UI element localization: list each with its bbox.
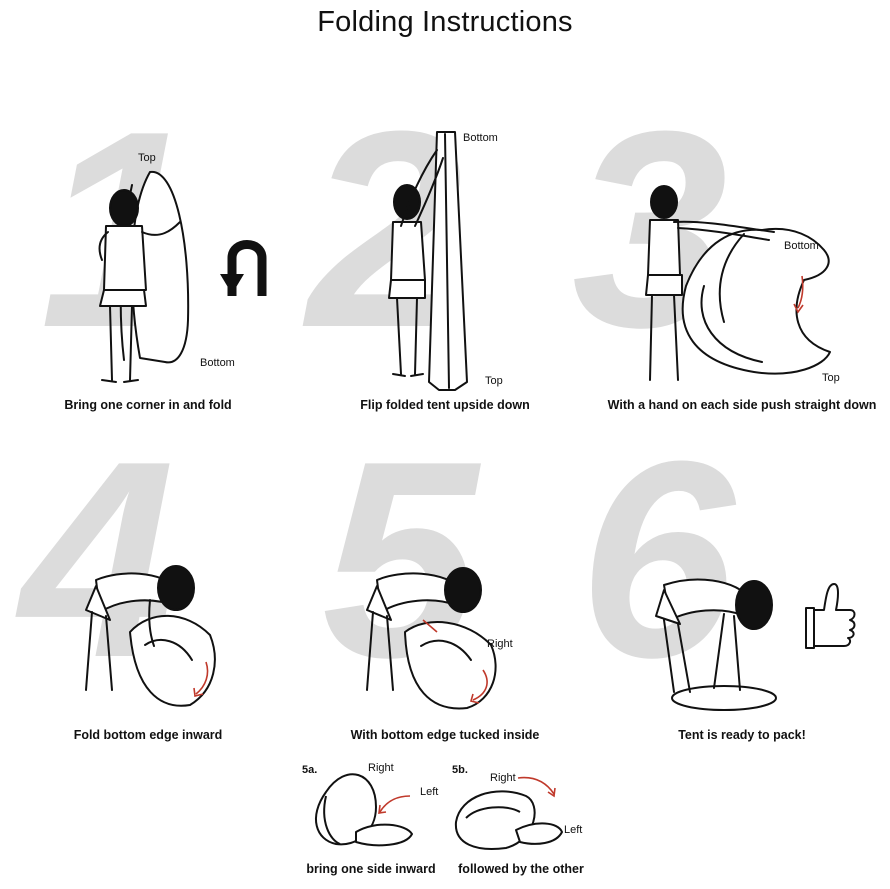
step-caption: With a hand on each side push straight d… xyxy=(607,398,877,412)
step-caption: Flip folded tent upside down xyxy=(360,398,530,412)
substep-id: 5b. xyxy=(452,764,468,776)
page-title: Folding Instructions xyxy=(317,6,573,38)
label-left: Left xyxy=(420,786,439,798)
substep-caption: bring one side inward xyxy=(306,862,436,876)
thumbs-up-icon xyxy=(805,583,856,649)
substep-5a-illustration xyxy=(315,773,413,847)
label-top: Top xyxy=(138,152,156,164)
label-right: Right xyxy=(368,762,394,774)
substep-5a: 5a. Right Left bring one side inward xyxy=(296,752,446,882)
substep-id: 5a. xyxy=(302,764,318,776)
step-4-illustration xyxy=(85,565,216,707)
label-bottom: Bottom xyxy=(200,357,235,369)
step-number: 6 xyxy=(579,404,735,716)
step-2: 2 Bottom Top Flip folded tent upside dow… xyxy=(297,90,593,412)
label-top: Top xyxy=(485,375,503,387)
u-turn-arrow-icon xyxy=(220,240,267,296)
step-3-illustration xyxy=(645,185,831,381)
step-4: 4 Fold bottom edge inward xyxy=(0,420,296,742)
step-caption: With bottom edge tucked inside xyxy=(350,728,540,742)
substep-5b-illustration xyxy=(454,776,563,850)
label-top: Top xyxy=(822,372,840,384)
step-2-illustration xyxy=(388,131,468,391)
step-6-illustration xyxy=(655,578,856,711)
substep-caption: followed by the other xyxy=(458,862,584,876)
step-3: 3 Bottom Top With a hand on each side pu… xyxy=(572,90,890,412)
label-right: Right xyxy=(487,638,513,650)
step-caption: Fold bottom edge inward xyxy=(73,728,223,742)
step-5-illustration xyxy=(366,567,497,710)
label-bottom: Bottom xyxy=(463,132,498,144)
substep-5b: 5b. Right Left followed by the other xyxy=(446,752,596,882)
step-5: 5 Right With bottom edge tucked inside xyxy=(297,420,593,742)
step-caption: Bring one corner in and fold xyxy=(64,398,232,412)
label-right: Right xyxy=(490,772,516,784)
step-1: 1 Top Bottom Bring one corner in and fol… xyxy=(0,90,296,412)
step-6: 6 Tent is ready to pack! xyxy=(579,420,890,742)
step-caption: Tent is ready to pack! xyxy=(678,728,806,742)
label-bottom: Bottom xyxy=(784,240,819,252)
step-1-illustration xyxy=(98,170,267,383)
label-left: Left xyxy=(564,824,583,836)
